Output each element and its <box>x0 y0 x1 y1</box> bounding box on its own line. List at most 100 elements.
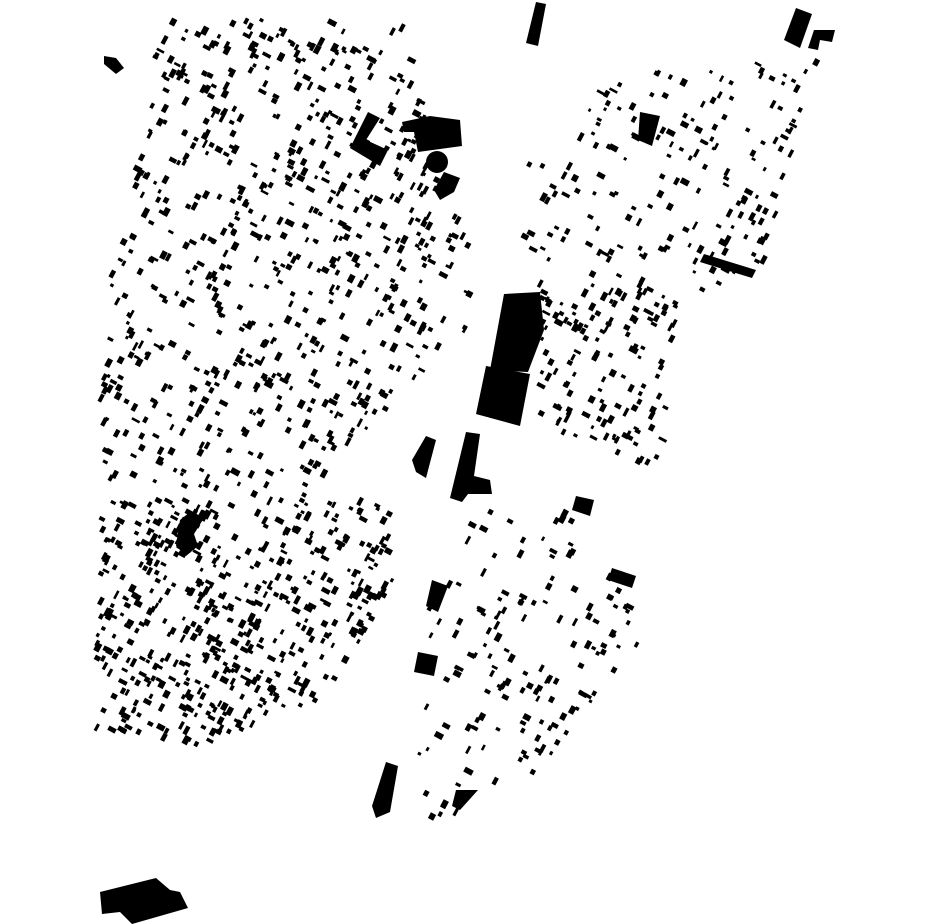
building <box>353 137 363 148</box>
building <box>101 446 111 455</box>
building <box>607 248 615 256</box>
building <box>148 561 153 567</box>
building <box>208 141 215 149</box>
building <box>387 101 394 110</box>
building <box>212 513 220 521</box>
building <box>304 419 312 429</box>
building <box>183 680 190 687</box>
building <box>730 224 735 230</box>
building <box>336 543 344 552</box>
building <box>128 309 135 319</box>
building <box>403 149 413 160</box>
building <box>252 411 257 416</box>
building <box>286 558 293 566</box>
building <box>297 646 305 654</box>
building <box>161 297 169 304</box>
building <box>224 571 232 578</box>
building <box>98 515 106 523</box>
building <box>276 394 283 401</box>
building <box>109 602 115 609</box>
building <box>630 205 637 211</box>
building <box>169 626 177 636</box>
building <box>301 418 309 428</box>
building <box>427 258 437 266</box>
building <box>566 389 574 398</box>
building <box>198 467 205 473</box>
building <box>184 661 192 668</box>
building <box>590 424 595 430</box>
building <box>316 267 322 274</box>
building <box>220 591 228 600</box>
building <box>119 612 125 617</box>
building <box>264 65 271 71</box>
building <box>665 202 674 212</box>
building <box>97 393 105 403</box>
building <box>422 162 430 171</box>
building <box>260 214 267 222</box>
building <box>205 499 213 509</box>
building <box>206 633 217 643</box>
building <box>723 167 731 177</box>
building <box>295 512 303 521</box>
building <box>293 68 299 76</box>
building <box>653 70 660 77</box>
building <box>167 384 174 391</box>
building <box>178 659 187 667</box>
building <box>136 711 142 718</box>
building <box>384 533 392 542</box>
building <box>790 118 797 124</box>
building <box>106 607 115 616</box>
building <box>417 367 426 373</box>
building <box>630 403 639 413</box>
building <box>283 314 293 325</box>
building <box>614 402 622 410</box>
building <box>335 360 341 368</box>
building <box>143 351 152 361</box>
building <box>347 75 355 84</box>
building <box>453 665 461 671</box>
building <box>293 675 301 686</box>
building <box>97 570 105 577</box>
building <box>214 145 224 154</box>
building <box>293 595 302 605</box>
building <box>360 168 367 176</box>
building <box>209 701 215 708</box>
building <box>389 577 395 583</box>
building <box>238 359 247 367</box>
building <box>549 183 557 190</box>
building <box>409 319 418 327</box>
building <box>585 602 594 612</box>
building <box>256 451 264 460</box>
building <box>637 390 643 397</box>
building <box>380 542 388 549</box>
building <box>565 161 574 171</box>
building <box>152 478 158 484</box>
building <box>635 290 644 301</box>
building <box>788 122 798 129</box>
building <box>151 400 159 409</box>
building <box>565 549 575 559</box>
building <box>289 290 296 297</box>
building <box>754 194 760 200</box>
building <box>549 575 555 582</box>
building <box>590 282 595 288</box>
building <box>519 719 527 726</box>
building <box>691 221 699 230</box>
building <box>259 339 268 349</box>
building <box>181 711 189 718</box>
building <box>194 678 202 685</box>
building <box>572 496 594 516</box>
building <box>272 265 280 272</box>
building <box>216 427 224 433</box>
building <box>232 361 238 367</box>
building <box>413 131 422 140</box>
building <box>480 611 487 617</box>
building <box>366 541 373 549</box>
building <box>326 500 333 507</box>
building <box>265 676 273 685</box>
building <box>222 44 232 56</box>
building <box>310 368 319 378</box>
building <box>168 68 178 79</box>
building <box>365 318 374 327</box>
building <box>380 591 388 599</box>
